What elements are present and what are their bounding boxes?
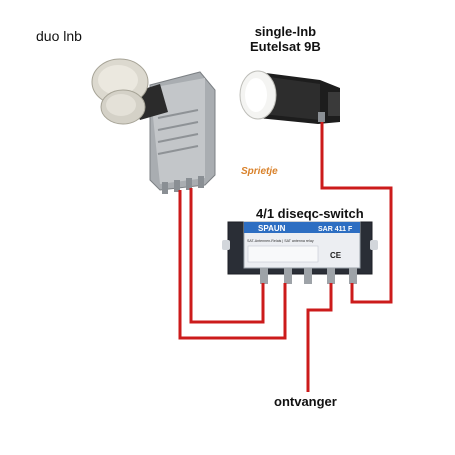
single-lnb-label: single-lnb Eutelsat 9B: [250, 24, 321, 54]
receiver-label: ontvanger: [274, 394, 337, 409]
ce-mark: CE: [330, 251, 342, 260]
switch-model: SAR 411 F: [318, 226, 353, 233]
cable-single-lnb: [320, 122, 393, 304]
cable-duo-lnb-b: [189, 188, 265, 324]
cable-duo-lnb-a: [178, 190, 287, 340]
single-lnb-icon: [239, 70, 340, 124]
cable-receiver: [306, 283, 333, 392]
duo-lnb-label: duo lnb: [36, 28, 82, 44]
cables: [178, 122, 393, 392]
diseqc-switch-icon: SPAUN SAR 411 F SAT-Antennen-Relais | SA…: [222, 221, 378, 284]
switch-brand: SPAUN: [258, 224, 286, 233]
credit-label: Sprietje: [241, 166, 278, 177]
switch-label: 4/1 diseqc-switch: [256, 206, 364, 221]
switch-subtitle: SAT-Antennen-Relais | SAT antenna relay: [247, 239, 314, 243]
single-lnb-label-line1: single-lnb: [254, 24, 317, 39]
single-lnb-label-line2: Eutelsat 9B: [250, 39, 321, 54]
duo-lnb-icon: [91, 58, 216, 194]
